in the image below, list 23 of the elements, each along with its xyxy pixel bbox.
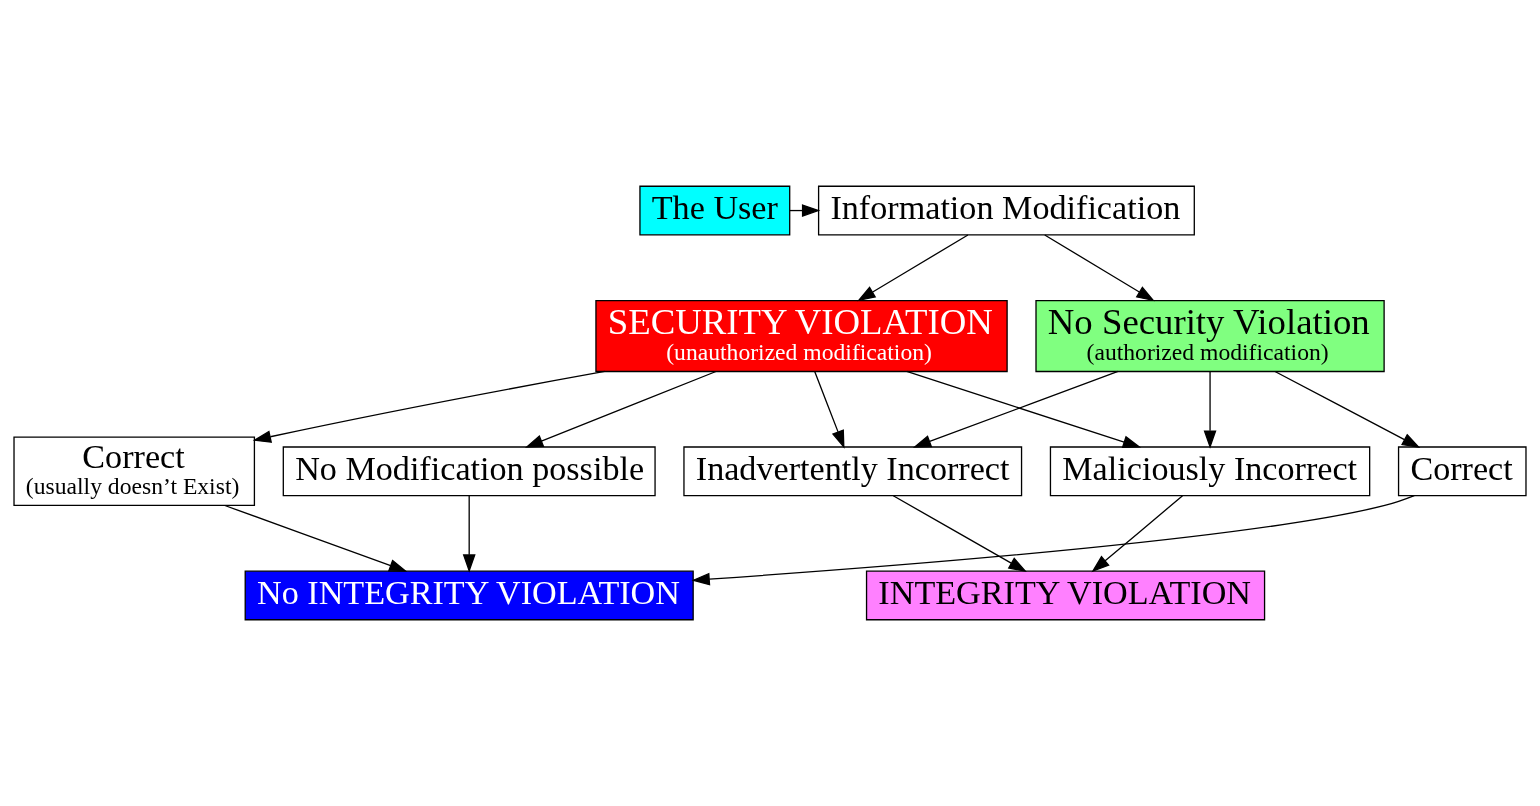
arrow — [1091, 495, 1184, 573]
arrow — [1203, 370, 1217, 449]
node-box: SECURITY VIOLATION (unauthorized modification) — [595, 299, 1008, 373]
node-box: The User — [639, 185, 791, 236]
arrow — [691, 494, 1415, 586]
arrow — [462, 495, 476, 573]
node-box: INTEGRITY VIOLATION — [865, 570, 1266, 621]
node-box: Maliciously Incorrect — [1049, 446, 1371, 497]
node-box: Inadvertently Incorrect — [683, 446, 1023, 497]
arrow — [857, 234, 969, 302]
node-box: No Modification possible — [282, 446, 656, 497]
arrow — [252, 370, 606, 443]
node-box: Correct (usually doesn’t Exist) — [13, 436, 256, 507]
arrow — [524, 370, 717, 448]
arrow — [814, 370, 845, 449]
arrow — [1274, 370, 1421, 448]
arrow — [224, 504, 408, 572]
node-box: No Security Violation (authorized modification) — [1035, 299, 1385, 373]
node-box: No INTEGRITY VIOLATION — [244, 570, 694, 621]
arrow — [892, 495, 1027, 573]
arrow — [1044, 234, 1155, 302]
node-box: Correct — [1397, 446, 1527, 497]
node-box: Information Modification — [817, 185, 1195, 236]
